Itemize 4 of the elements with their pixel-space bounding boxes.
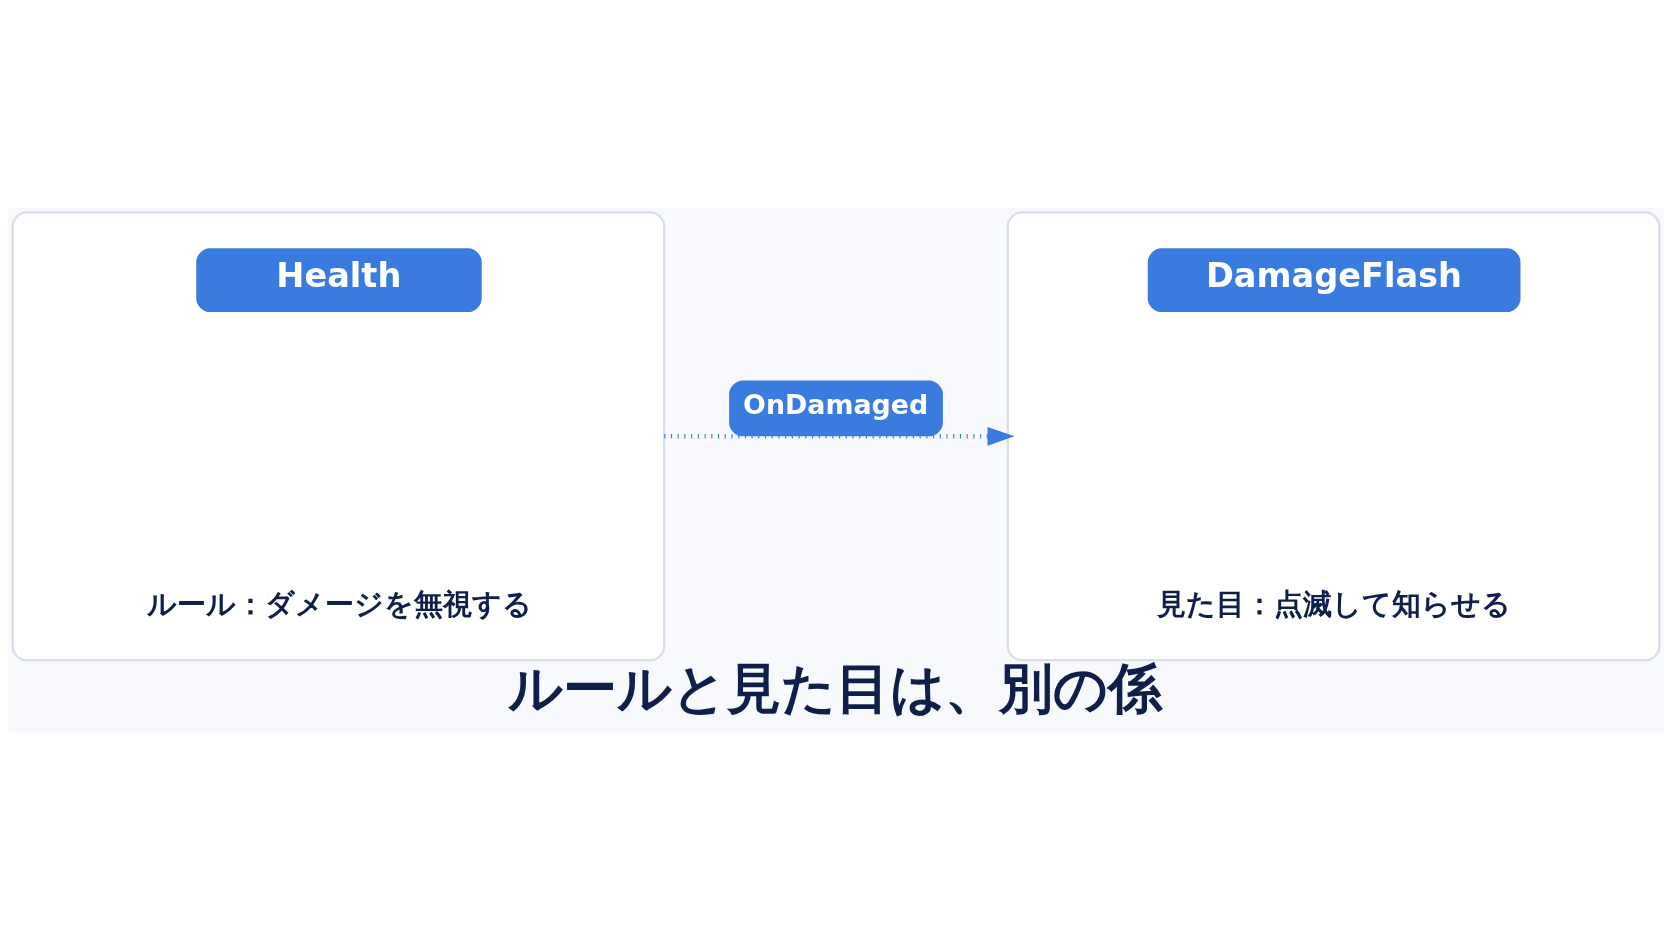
edge-label: OnDamaged: [743, 389, 929, 421]
node-box: Health ルール：ダメージを無視する: [11, 211, 666, 662]
arrow: [664, 426, 1015, 446]
node-box: DamageFlash 見た目：点滅して知らせる: [1006, 211, 1661, 662]
